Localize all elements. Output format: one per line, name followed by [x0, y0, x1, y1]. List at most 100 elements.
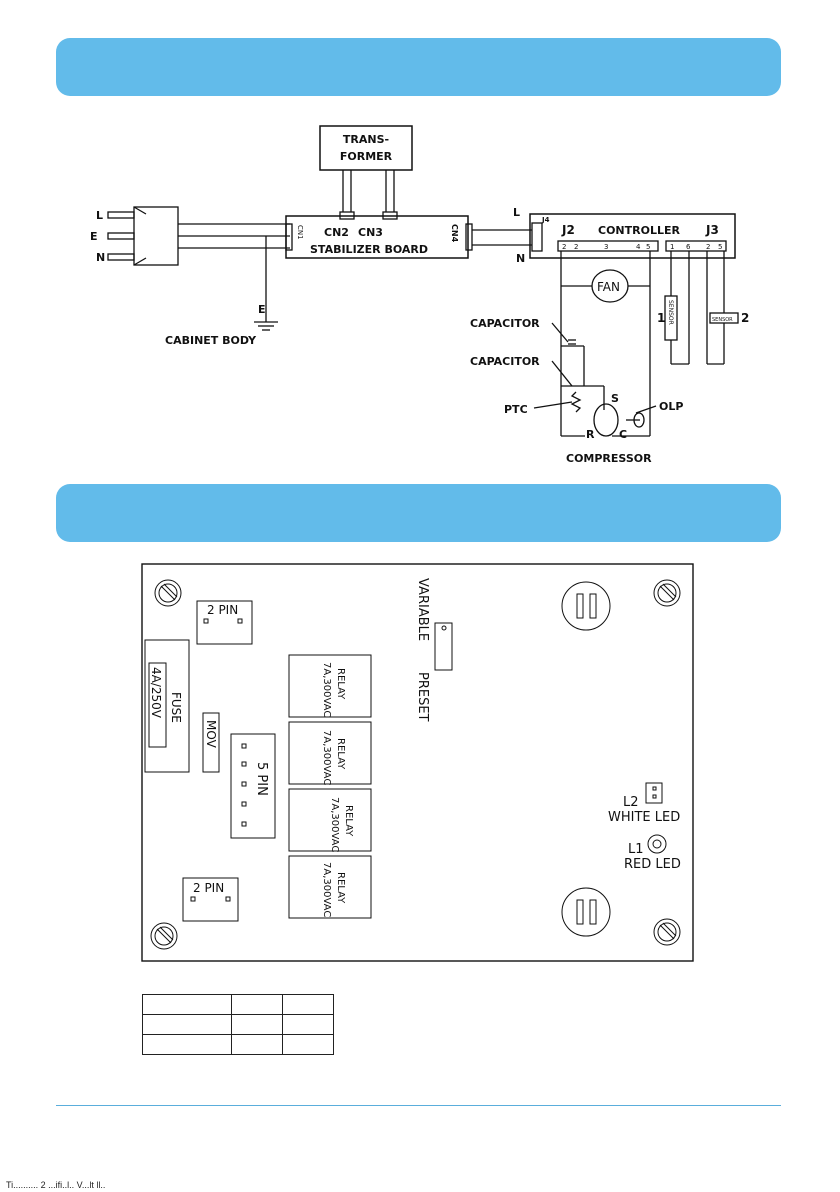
transformer-label-2: FORMER: [340, 150, 393, 163]
mounting-hole-tl: [154, 579, 182, 607]
table-cell: [142, 1034, 232, 1055]
mov: [202, 712, 220, 773]
cn4-label: CN4: [450, 224, 459, 243]
mounting-hole-br: [653, 918, 681, 946]
fan-circuit: [560, 251, 651, 436]
relay-2: [288, 721, 372, 785]
white-led-label: WHITE LED: [608, 810, 680, 825]
fuse-rating: 4A/250V: [149, 667, 163, 719]
compressor-circuit: [561, 339, 651, 437]
table-row: [142, 1034, 334, 1055]
cn4-connector: [465, 223, 473, 251]
table-cell: [142, 1014, 232, 1035]
transformer-label-1: TRANS-: [343, 133, 389, 146]
pin-pad: [241, 821, 247, 827]
pin-pad: [241, 781, 247, 787]
mounting-hole-tr: [653, 579, 681, 607]
ptc-leader: [533, 401, 573, 409]
capacitor-1-label: CAPACITOR: [470, 317, 540, 330]
sensor-1-tag: SENSOR: [667, 300, 674, 325]
connector-2pin-bottom-label: 2 PIN: [193, 881, 224, 895]
j3-pin-4: 5: [718, 243, 722, 251]
sensor-2-number: 2: [741, 311, 749, 325]
pin-pad: [225, 896, 231, 902]
relay-1-label: RELAY: [335, 668, 346, 700]
table-row: [142, 1014, 334, 1035]
pin-pad: [241, 761, 247, 767]
relay-2-label: RELAY: [335, 738, 346, 770]
table-cell: [282, 1014, 334, 1035]
sensor-2-wires: [706, 251, 725, 365]
connector-2pin-bottom: [182, 877, 239, 922]
capacitor-2-leader: [551, 360, 573, 387]
j3-pin-1: 1: [670, 243, 674, 251]
j3-pin-3: 2: [706, 243, 710, 251]
pin-pad: [241, 743, 247, 749]
footer-rule: [56, 1105, 781, 1106]
controller-board: [529, 213, 736, 259]
cn2-label: CN2: [324, 226, 349, 239]
cn1-connector: [285, 223, 293, 251]
fuse-holder: [144, 639, 190, 773]
plug-label-l: L: [96, 209, 103, 222]
sensor-1: [664, 295, 678, 341]
compressor-r-label: R: [586, 428, 595, 441]
white-led-connector: [645, 782, 663, 804]
connector-5pin: [230, 733, 276, 839]
variable-label: VARIABLE: [415, 578, 430, 641]
compressor-symbol: [593, 403, 619, 437]
pin-pad: [203, 618, 209, 624]
j2-header: [557, 240, 659, 252]
table-cell: [231, 1014, 283, 1035]
relay-1-rating: 7A,300VAC: [321, 662, 332, 717]
l2-label: L2: [623, 795, 639, 810]
olp-label: OLP: [659, 400, 683, 413]
j2-pin-5: 5: [646, 243, 650, 251]
footer-text: Ti.......... 2 ...ifi..l.. V...lt ll..: [6, 1180, 106, 1190]
j3-header: [665, 240, 727, 252]
plug-label-n: N: [96, 251, 105, 264]
relay-3-rating: 7A,300VAC: [329, 797, 340, 852]
fuse-rating-box: [148, 662, 167, 748]
l1-label: L1: [628, 842, 644, 857]
plug-label-e: E: [90, 230, 98, 243]
connector-5pin-label: 5 PIN: [254, 762, 269, 796]
power-cord: [178, 223, 290, 249]
mounting-hole-bl: [150, 922, 178, 950]
table-cell: [142, 994, 232, 1015]
pin-pad: [241, 801, 247, 807]
sensor-2: [709, 312, 739, 324]
table-cell: [282, 1034, 334, 1055]
cn1-label: CN1: [296, 225, 304, 240]
cabinet-body-label: CABINET BODY: [165, 334, 257, 347]
j4-label: J4: [541, 216, 550, 224]
red-led: [647, 834, 667, 854]
sensor-1-number: 1: [657, 311, 665, 325]
fan-symbol: [591, 269, 629, 303]
controller-n-label: N: [516, 252, 525, 265]
table-cell: [231, 994, 283, 1015]
terminal-pad-bottom: [561, 887, 611, 937]
earth-label: E: [258, 303, 266, 316]
relay-4: [288, 855, 372, 919]
ptc-label: PTC: [504, 403, 528, 416]
pin-pad: [237, 618, 243, 624]
earth-ground: [254, 236, 278, 331]
fan-label: FAN: [597, 280, 620, 294]
capacitor-1-leader: [551, 322, 569, 343]
j4-connector: [531, 222, 543, 252]
table-cell: [231, 1034, 283, 1055]
compressor-s-label: S: [611, 392, 619, 405]
pin-pad: [652, 786, 657, 791]
red-led-inner: [652, 839, 662, 849]
cn3-label: CN3: [358, 226, 383, 239]
mov-label: MOV: [204, 720, 218, 749]
connector-2pin-top: [196, 600, 253, 645]
j2-pin-4: 4: [636, 243, 641, 251]
j2-pin-2: 2: [574, 243, 578, 251]
capacitor-2-label: CAPACITOR: [470, 355, 540, 368]
fuse-label: FUSE: [169, 692, 183, 723]
olp-symbol: [633, 412, 645, 428]
stabilizer-board-label: STABILIZER BOARD: [310, 243, 428, 256]
pcb-outline: [141, 563, 694, 962]
